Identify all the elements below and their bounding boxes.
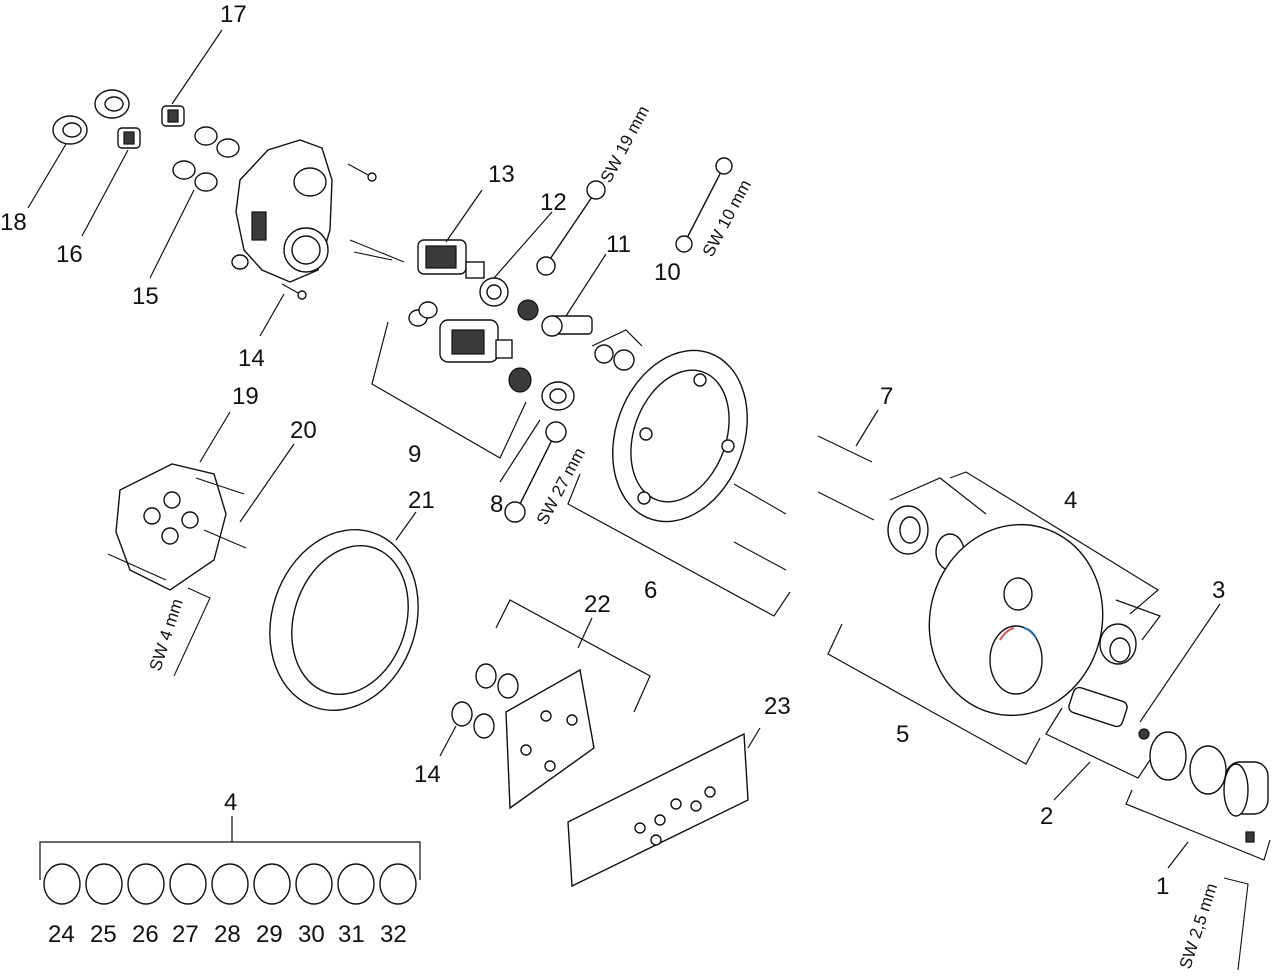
- callout-22: 22: [584, 591, 611, 618]
- part-22-o-rings: [451, 663, 519, 739]
- callout-14-mid: 14: [414, 761, 441, 788]
- callout-17: 17: [220, 1, 247, 28]
- part-15-o-rings: [172, 126, 240, 192]
- label-sw27: SW 27 mm: [533, 445, 589, 528]
- callout-11: 11: [606, 231, 631, 258]
- part-12-nut: [479, 277, 509, 307]
- part-18-cap-2: [94, 89, 130, 119]
- part-9-cartridge: [439, 319, 513, 363]
- part-9-o-rings: [408, 301, 438, 327]
- wrench-sw27-icon: [504, 421, 567, 523]
- part-21-ring: [269, 529, 419, 711]
- part-18-cap: [52, 115, 88, 145]
- callout-14-top: 14: [238, 345, 265, 372]
- part-2-extension: [1068, 686, 1128, 728]
- callout-3: 3: [1212, 577, 1225, 604]
- part-22-plate: [505, 668, 595, 810]
- part-4-adapter: [887, 505, 929, 555]
- callout-18: 18: [0, 209, 27, 236]
- callout-4-bottom: 4: [224, 789, 237, 816]
- threaded-rods: [349, 239, 405, 263]
- callout-21: 21: [408, 487, 435, 514]
- callout-30: 30: [298, 921, 325, 948]
- part-5-cover-plate: [928, 523, 1104, 717]
- part-1-handle-set: [1149, 731, 1269, 843]
- callout-31: 31: [338, 921, 365, 948]
- part-11-spindle: [517, 299, 593, 337]
- allen-key-sw4-icon: [173, 587, 211, 677]
- callout-12: 12: [540, 189, 567, 216]
- button-set-row: [43, 863, 417, 905]
- part-3-screw: [1138, 728, 1150, 740]
- callout-16: 16: [56, 241, 83, 268]
- callout-6: 6: [644, 577, 657, 604]
- callout-15: 15: [132, 283, 159, 310]
- part-13-cartridge: [417, 239, 485, 279]
- callout-25: 25: [90, 921, 117, 948]
- label-sw10: SW 10 mm: [699, 177, 755, 260]
- label-sw19: SW 19 mm: [597, 103, 653, 186]
- leader-lines: [27, 29, 1271, 880]
- callout-4-right: 4: [1064, 487, 1077, 514]
- wrench-sw19-icon: [536, 180, 606, 276]
- callout-24: 24: [48, 921, 75, 948]
- callout-13: 13: [488, 161, 515, 188]
- callout-26: 26: [132, 921, 159, 948]
- callout-19: 19: [232, 383, 259, 410]
- part-6-screws: [733, 483, 787, 571]
- part-16-check-valve: [117, 127, 141, 149]
- callout-5: 5: [896, 721, 909, 748]
- callout-8: 8: [490, 491, 503, 518]
- part-7-screws: [817, 435, 875, 521]
- callout-2: 2: [1040, 803, 1053, 830]
- wrench-sw10-icon: [675, 157, 733, 253]
- callout-10: 10: [654, 259, 681, 286]
- part-23-rail: [567, 732, 749, 888]
- label-sw25: SW 2,5 mm: [1176, 881, 1222, 971]
- callout-9: 9: [408, 441, 421, 468]
- callout-23: 23: [764, 693, 791, 720]
- part-17-check-valve: [161, 105, 185, 127]
- part-10-sleeve: [594, 344, 635, 371]
- part-14-screw: [281, 283, 307, 300]
- valve-body: [231, 139, 333, 283]
- part-6-plate: [612, 349, 748, 523]
- allen-key-sw25-icon: [1223, 877, 1249, 971]
- callout-20: 20: [290, 417, 317, 444]
- callout-1: 1: [1156, 873, 1169, 900]
- callout-7: 7: [880, 383, 893, 410]
- callout-32: 32: [380, 921, 407, 948]
- callout-27: 27: [172, 921, 199, 948]
- callout-29: 29: [256, 921, 283, 948]
- part-4-button: [1099, 623, 1137, 665]
- callout-28: 28: [214, 921, 241, 948]
- part-9-nut: [508, 367, 575, 411]
- part-19-20-block: [107, 463, 247, 591]
- screw-small-1: [347, 163, 377, 182]
